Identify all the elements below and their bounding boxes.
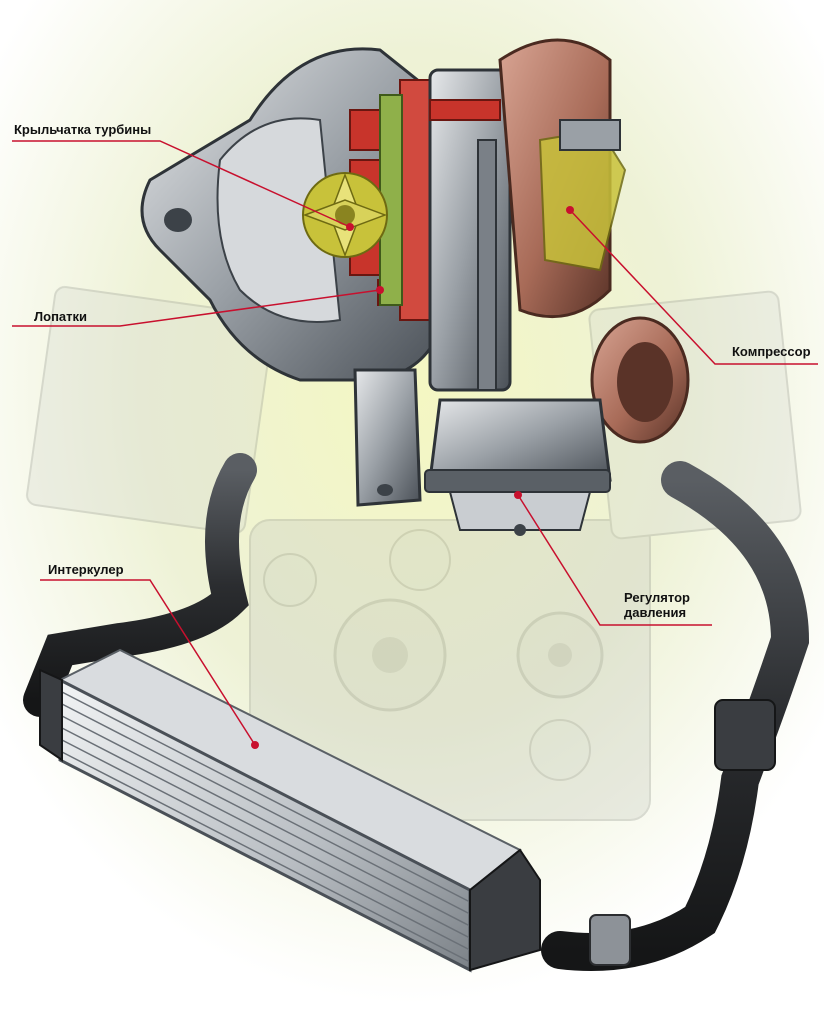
turbine-wheel: [302, 172, 388, 258]
label-pressure-regulator-line1: Регулятор: [624, 590, 690, 605]
leader-vanes: [12, 289, 381, 327]
label-pressure-regulator: Регулятор давления: [624, 590, 690, 620]
label-vanes: Лопатки: [34, 309, 88, 324]
leader-lines: [12, 140, 818, 746]
hoses: [23, 453, 810, 971]
label-pressure-regulator-line2: давления: [624, 605, 687, 620]
turbocharger-cutaway: [140, 38, 690, 536]
label-turbine-wheel: Крыльчатка турбины: [14, 122, 152, 137]
label-intercooler: Интеркулер: [48, 562, 124, 577]
pressure-regulator: [424, 398, 612, 536]
intercooler-core: [39, 648, 541, 973]
leader-turbine-wheel: [12, 140, 351, 228]
leader-pressure-regulator: [517, 494, 712, 626]
leader-compressor: [569, 209, 818, 365]
label-compressor: Компрессор: [732, 344, 811, 359]
engine-block-ghost: [26, 286, 802, 821]
leader-intercooler: [40, 579, 256, 746]
leader-dots: [251, 206, 574, 749]
